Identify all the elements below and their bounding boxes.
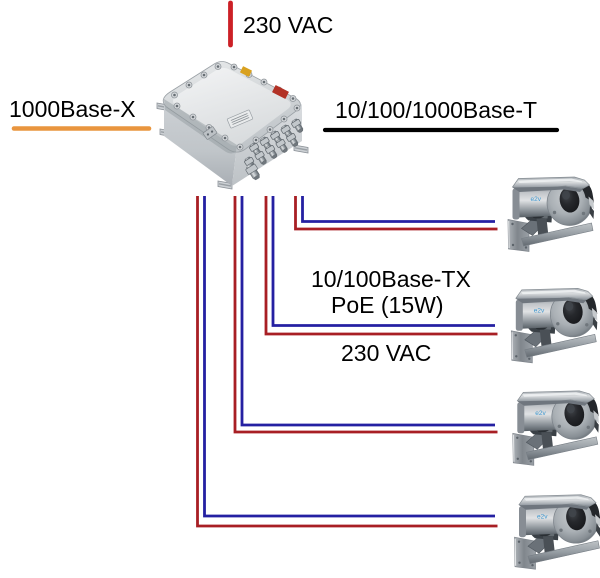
svg-text:1000Base-X: 1000Base-X <box>9 96 136 122</box>
svg-text:10/100/1000Base-T: 10/100/1000Base-T <box>335 97 537 123</box>
svg-text:10/100Base-TX: 10/100Base-TX <box>311 266 471 292</box>
svg-text:230 VAC: 230 VAC <box>341 340 431 366</box>
svg-text:230 VAC: 230 VAC <box>243 12 333 38</box>
svg-text:PoE (15W): PoE (15W) <box>331 292 443 318</box>
